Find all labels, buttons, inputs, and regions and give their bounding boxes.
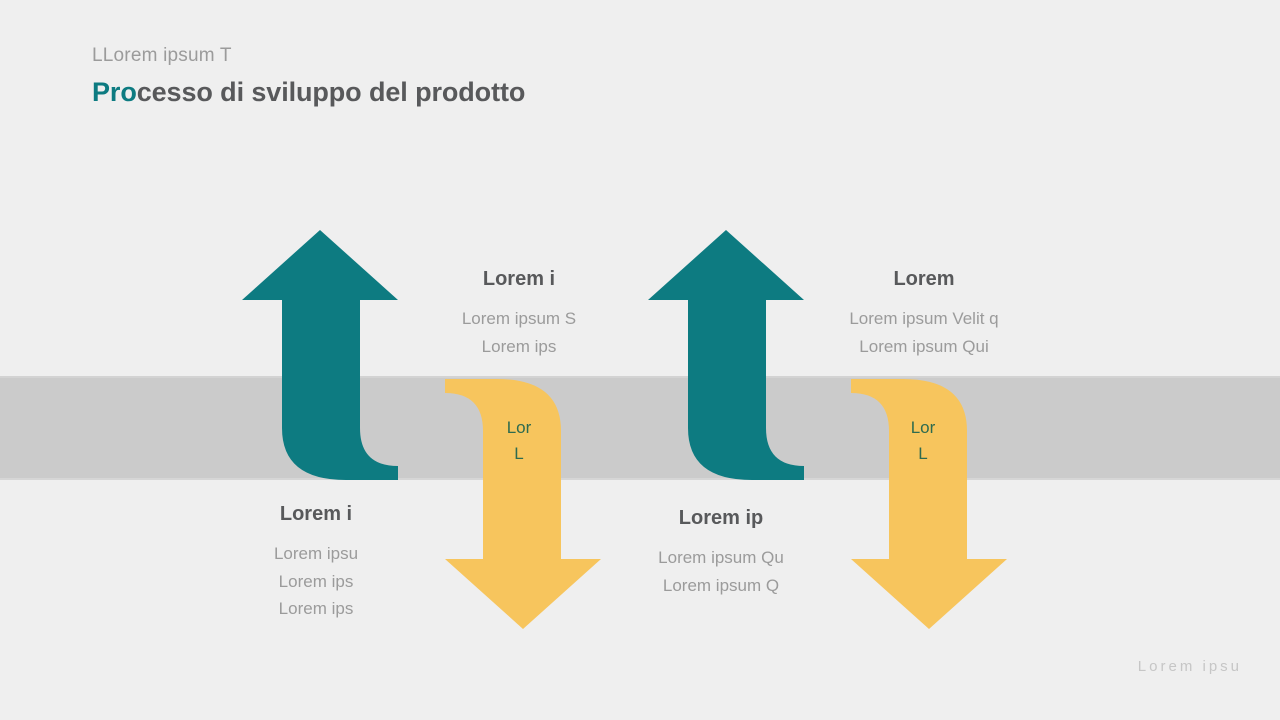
title-accent: Pro bbox=[92, 76, 137, 107]
step-1-heading: Lorem i bbox=[279, 503, 353, 525]
step-4-text-block: Lorem Lorem ipsum Velit q Lorem ipsum Qu… bbox=[794, 267, 1054, 360]
step-1-body: Lorem ipsu Lorem ips Lorem ips bbox=[186, 540, 446, 623]
step-3-body-line-2: Lorem ipsum Q bbox=[662, 575, 780, 595]
step-4-heading: Lorem bbox=[893, 268, 955, 290]
arrow-inline-label-step-2: Lor L bbox=[459, 415, 579, 468]
step-1-body-line-2: Lorem ips bbox=[278, 571, 354, 591]
timeline-band bbox=[0, 376, 1280, 480]
step-4-body-line-1: Lorem ipsum Velit q bbox=[849, 309, 999, 328]
step-1-body-line-1: Lorem ipsu bbox=[273, 544, 359, 563]
step-2-body: Lorem ipsum S Lorem ips bbox=[389, 305, 649, 360]
step-3-heading: Lorem ip bbox=[678, 507, 764, 529]
step-3-body: Lorem ipsum Qu Lorem ipsum Q bbox=[591, 544, 851, 599]
slide-header: LLorem ipsum T Processo di sviluppo del … bbox=[92, 44, 525, 108]
arrow-inline-label-line-2: L bbox=[918, 444, 928, 464]
step-2-text-block: Lorem i Lorem ipsum S Lorem ips bbox=[389, 267, 649, 360]
footer-text: Lorem ipsu bbox=[1137, 658, 1242, 675]
page-title: Processo di sviluppo del prodotto bbox=[92, 76, 525, 108]
step-3-text-block: Lorem ip Lorem ipsum Qu Lorem ipsum Q bbox=[591, 506, 851, 599]
step-1-body-line-3: Lorem ips bbox=[278, 599, 354, 619]
step-1-text-block: Lorem i Lorem ipsu Lorem ips Lorem ips bbox=[186, 502, 446, 623]
arrow-inline-label-line-1: Lor bbox=[506, 418, 532, 437]
arrow-inline-label-step-4: Lor L bbox=[863, 415, 983, 468]
step-4-body: Lorem ipsum Velit q Lorem ipsum Qui bbox=[794, 305, 1054, 360]
title-rest: cesso di sviluppo del prodotto bbox=[136, 76, 526, 107]
eyebrow-text: LLorem ipsum T bbox=[92, 45, 232, 66]
step-3-body-line-1: Lorem ipsum Qu bbox=[658, 548, 784, 567]
arrow-inline-label-line-2: L bbox=[514, 444, 524, 464]
step-4-body-line-2: Lorem ipsum Qui bbox=[859, 336, 989, 356]
arrow-inline-label-line-1: Lor bbox=[910, 418, 936, 437]
step-2-body-line-2: Lorem ips bbox=[481, 336, 557, 356]
step-2-heading: Lorem i bbox=[482, 268, 556, 290]
step-2-body-line-1: Lorem ipsum S bbox=[461, 309, 577, 328]
